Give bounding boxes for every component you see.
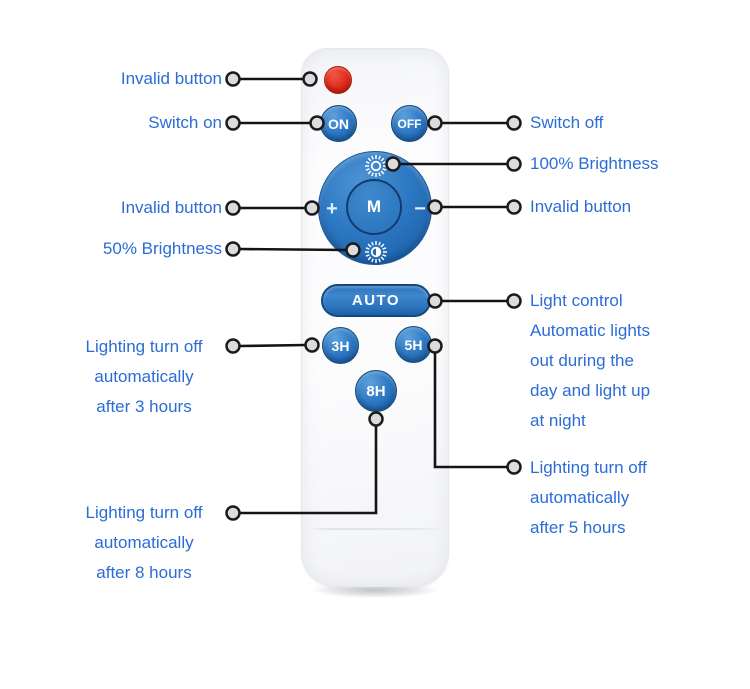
- label-line: Lighting turn off: [530, 458, 647, 477]
- label-line: automatically: [94, 533, 194, 552]
- on-button[interactable]: ON: [320, 105, 357, 142]
- label-line: at night: [530, 411, 586, 430]
- sun-half-icon: [365, 241, 387, 263]
- label-line: Lighting turn off: [85, 503, 203, 522]
- remote-seam-line: [305, 528, 445, 530]
- label-line: Lighting turn off: [85, 337, 203, 356]
- callout-label-switch-off: Switch off: [530, 113, 604, 132]
- label-line: after 5 hours: [530, 518, 626, 537]
- label-line: out during the: [530, 351, 634, 370]
- label-line: automatically: [530, 488, 630, 507]
- label-line: automatically: [94, 367, 194, 386]
- label-line: day and light up: [530, 381, 651, 400]
- callout-label-3h: Lighting turn off automatically after 3 …: [63, 332, 225, 422]
- minus-button[interactable]: −: [414, 197, 426, 220]
- timer-8h-button[interactable]: 8H: [355, 370, 397, 412]
- brightness-50-button[interactable]: [363, 239, 389, 265]
- callout-label-5h: Lighting turn off automatically after 5 …: [530, 453, 647, 543]
- label-line: Automatic lights: [530, 321, 650, 340]
- callout-label-invalid-minus: Invalid button: [530, 197, 632, 216]
- timer-3h-button[interactable]: 3H: [322, 327, 359, 364]
- mode-button[interactable]: M: [346, 179, 402, 235]
- callout-label-50-brightness: 50% Brightness: [102, 239, 222, 258]
- auto-button[interactable]: AUTO: [321, 284, 431, 317]
- callout-label-invalid-plus: Invalid button: [120, 198, 222, 217]
- timer-5h-button[interactable]: 5H: [395, 326, 432, 363]
- callout-label-light-control: Light control Automatic lights out durin…: [530, 286, 650, 436]
- sun-icon: [365, 155, 387, 177]
- red-button[interactable]: [324, 66, 352, 94]
- label-line: Light control: [530, 291, 623, 310]
- remote-control-body: ON OFF +: [301, 48, 449, 587]
- plus-button[interactable]: +: [326, 197, 338, 220]
- label-line: after 3 hours: [96, 397, 192, 416]
- brightness-100-button[interactable]: [363, 153, 389, 179]
- circular-pad[interactable]: + M −: [318, 151, 432, 265]
- label-line: after 8 hours: [96, 563, 192, 582]
- callout-label-8h: Lighting turn off automatically after 8 …: [63, 498, 225, 588]
- callout-label-switch-on: Switch on: [148, 113, 222, 132]
- callout-label-100-brightness: 100% Brightness: [530, 154, 659, 173]
- callout-label-invalid-red: Invalid button: [120, 69, 222, 88]
- off-button[interactable]: OFF: [391, 105, 428, 142]
